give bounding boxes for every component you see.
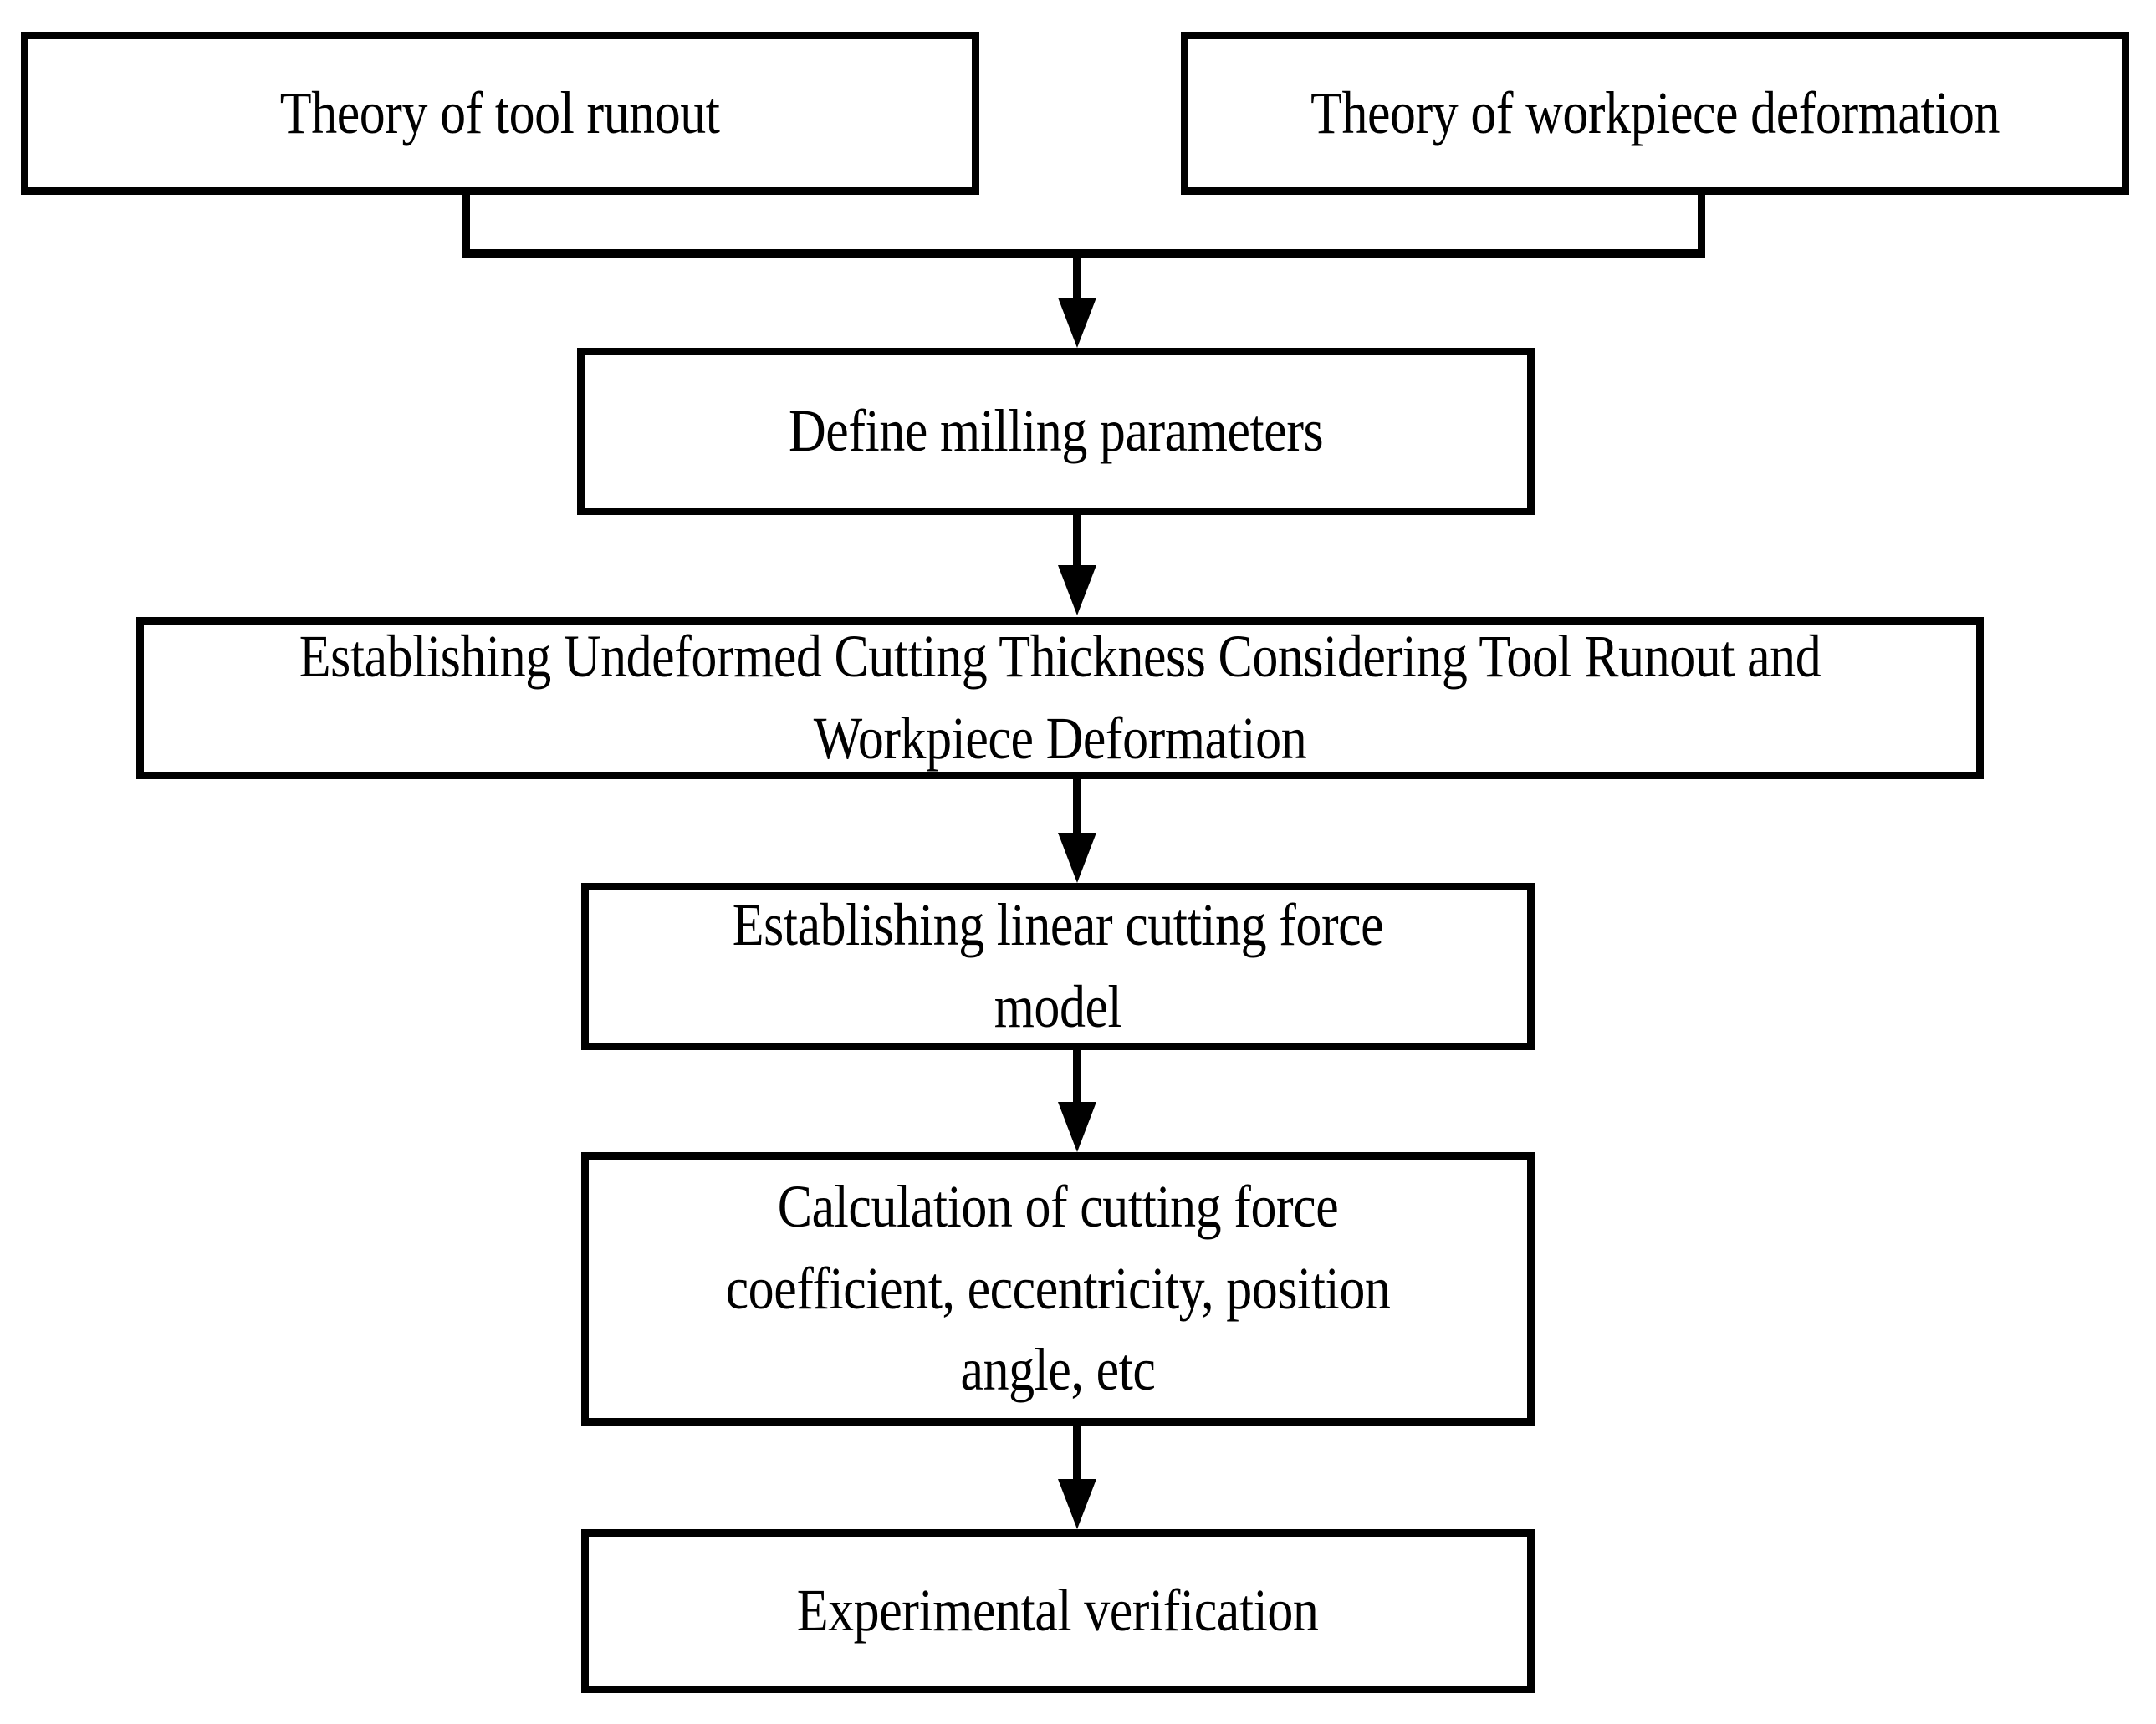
- edge-n3-to-n4-line: [1073, 515, 1081, 567]
- node-label: Define milling parameters: [788, 397, 1324, 465]
- arrowhead-to-linear-cutting-force-model: [1058, 833, 1096, 883]
- edge-n4-to-n5-line: [1073, 779, 1081, 834]
- node-establishing-linear-cutting-force-model[interactable]: Establishing linear cutting force model: [581, 883, 1535, 1050]
- node-label: Theory of tool runout: [280, 79, 720, 146]
- node-label: Establishing linear cutting force model: [732, 891, 1384, 1040]
- edge-n5-to-n6-line: [1073, 1050, 1081, 1104]
- node-label: Experimental verification: [797, 1577, 1319, 1645]
- edge-merge-stem: [1073, 249, 1081, 304]
- node-experimental-verification[interactable]: Experimental verification: [581, 1529, 1535, 1693]
- edge-n1-drop: [462, 195, 470, 258]
- node-theory-of-tool-runout[interactable]: Theory of tool runout: [21, 32, 979, 195]
- node-establishing-undeformed-cutting-thickness[interactable]: Establishing Undeformed Cutting Thicknes…: [136, 617, 1984, 779]
- node-label: Establishing Undeformed Cutting Thicknes…: [299, 623, 1821, 772]
- node-label: Calculation of cutting force coefficient…: [725, 1172, 1391, 1404]
- arrowhead-to-undeformed-cutting-thickness: [1058, 565, 1096, 615]
- edge-merge-bar: [462, 249, 1705, 258]
- edge-n2-drop: [1698, 195, 1705, 258]
- arrowhead-to-experimental-verification: [1058, 1479, 1096, 1529]
- node-define-milling-parameters[interactable]: Define milling parameters: [577, 348, 1535, 515]
- node-theory-of-workpiece-deformation[interactable]: Theory of workpiece deformation: [1181, 32, 2129, 195]
- node-calculation-of-cutting-force-coefficient[interactable]: Calculation of cutting force coefficient…: [581, 1152, 1535, 1426]
- arrowhead-to-define-milling-parameters: [1058, 298, 1096, 348]
- edge-n6-to-n7-line: [1073, 1426, 1081, 1481]
- arrowhead-to-calculation-of-cutting-force: [1058, 1102, 1096, 1152]
- node-label: Theory of workpiece deformation: [1310, 79, 2000, 146]
